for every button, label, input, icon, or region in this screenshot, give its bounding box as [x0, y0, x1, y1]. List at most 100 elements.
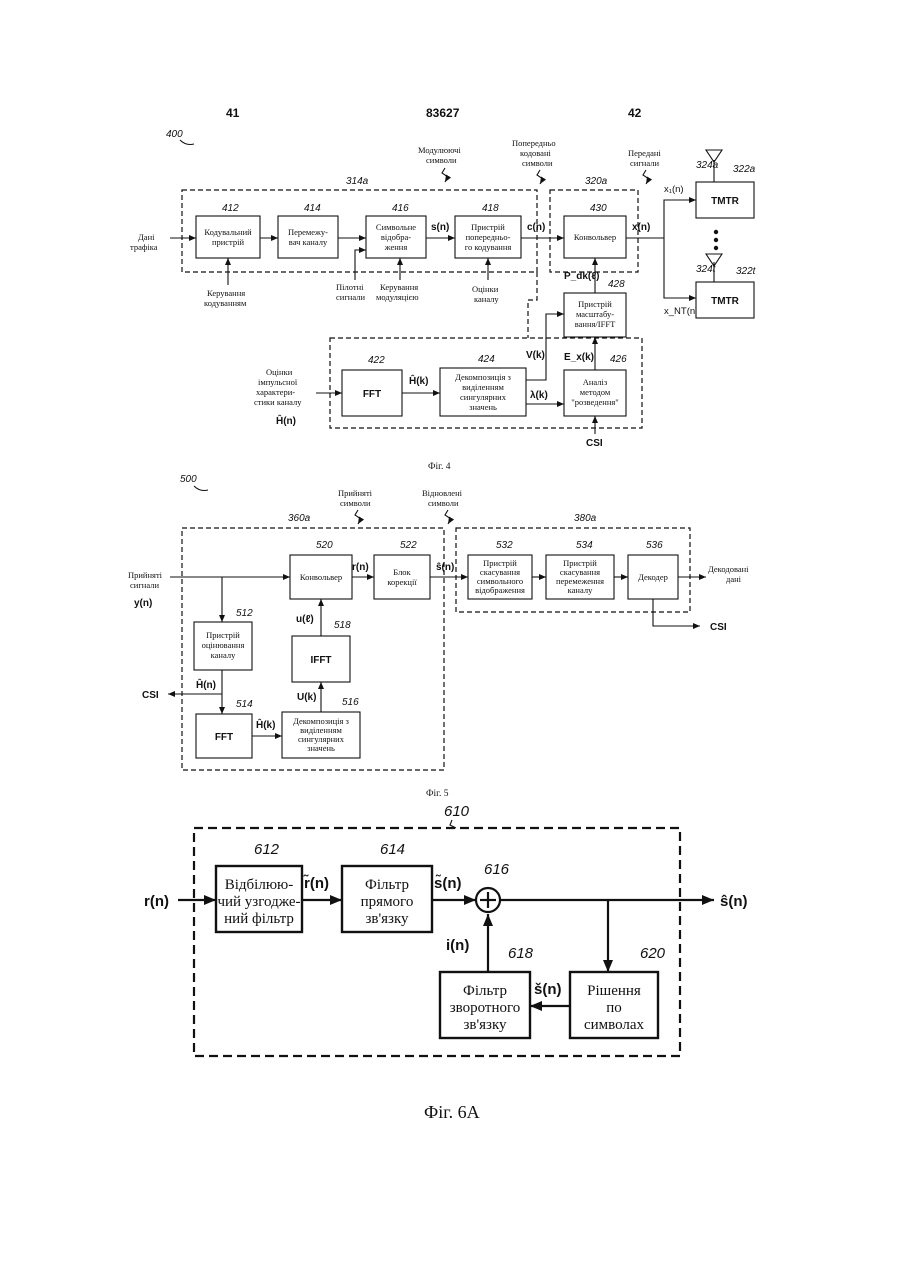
- fig4-pilot-2: сигнали: [336, 292, 365, 302]
- fig4-precoded-2: кодовані: [520, 148, 552, 158]
- fig5-block-514-ref: 514: [236, 699, 253, 710]
- fig4-signal-xnt: x_NT(n): [664, 306, 698, 317]
- fig5-block-514-line1: FFT: [215, 732, 233, 743]
- fig6a-signal-rtilde: r̃(n): [303, 874, 329, 892]
- fig4-block-430-line1: Конвольвер: [574, 232, 616, 242]
- fig5-block-512-ref: 512: [236, 608, 253, 619]
- fig4-block-424-line2: виділенням: [462, 382, 504, 392]
- fig5-group-360a-ref: 360a: [288, 513, 311, 524]
- patent-number: 83627: [426, 106, 460, 120]
- fig4-group-320a-ref: 320a: [585, 176, 608, 187]
- fig4-signal-pdk: P_dk(ℓ): [564, 271, 599, 282]
- fig6a-block-618-line3: зв'язку: [463, 1017, 507, 1033]
- fig5-block-522-ref: 522: [400, 540, 417, 551]
- fig4-pilot-arrow: [355, 250, 366, 280]
- fig5-block-516-ref: 516: [342, 697, 359, 708]
- fig5-ref-leader: [194, 486, 208, 491]
- fig4-signal-vk: V(k): [526, 350, 545, 361]
- fig5-block-518-line1: IFFT: [310, 655, 331, 666]
- fig5-recovered-pointer: [445, 510, 451, 524]
- fig4-block-416-line3: ження: [384, 242, 408, 252]
- fig5-ref: 500: [180, 474, 197, 485]
- fig6a-block-620-ref: 620: [640, 945, 666, 962]
- fig4-block-414-line1: Перемежу-: [288, 227, 328, 237]
- fig4-mod-symbols-pointer: [442, 168, 448, 182]
- fig4-modulation-control-2: модуляцією: [376, 292, 419, 302]
- fig4-precoded-1: Попередньо: [512, 138, 556, 148]
- fig5-block-534-line4: каналу: [568, 585, 593, 595]
- fig5-rx-symbols-2: символи: [340, 498, 371, 508]
- fig6a-block-616-ref: 616: [484, 861, 510, 878]
- fig4-block-422-line1: FFT: [363, 389, 381, 400]
- fig6a-group-610-ref: 610: [444, 803, 470, 820]
- fig4-mod-symbols-1: Модулюючі: [418, 145, 461, 155]
- fig6a-block-620-line2: по: [606, 1000, 622, 1016]
- figure-5: 500 Прийняті символи Відновлені символи …: [128, 474, 749, 799]
- fig4-block-412-ref: 412: [222, 203, 239, 214]
- fig4-signal-x: x(n): [632, 222, 650, 233]
- fig4-block-418-ref: 418: [482, 203, 499, 214]
- fig6a-block-618-ref: 618: [508, 945, 534, 962]
- fig6a-block-612-line3: ний фільтр: [224, 911, 294, 927]
- fig6a-signal-scheck: š(n): [534, 981, 562, 998]
- fig4-signal-s: s(n): [431, 222, 449, 233]
- fig6a-block-618-line1: Фільтр: [463, 983, 507, 999]
- fig6a-block-614-line3: зв'язку: [365, 911, 409, 927]
- fig5-block-532-line4: відображення: [475, 585, 525, 595]
- fig6a-ref-leader: [450, 820, 456, 828]
- fig4-block-418-line2: попередньо-: [466, 232, 511, 242]
- fig4-group-connector: [528, 272, 537, 338]
- fig4-channel-est-2: каналу: [474, 294, 499, 304]
- fig6a-signal-rn: r(n): [144, 893, 169, 910]
- fig4-ellipsis-dot: [714, 230, 718, 234]
- fig6a-block-612-line1: Відбілюю-: [225, 877, 294, 893]
- fig4-tx-signals-1: Передані: [628, 148, 661, 158]
- fig4-block-424-line1: Декомпозиція з: [455, 372, 511, 382]
- fig4-group-314a-ref: 314a: [346, 176, 369, 187]
- figure-6a: 610 r(n) 612 Відбілюю- чий узгодже- ний …: [144, 803, 748, 1122]
- fig4-block-416-ref: 416: [392, 203, 409, 214]
- fig4-ellipsis-dot: [714, 238, 718, 242]
- fig4-block-430-ref: 430: [590, 203, 607, 214]
- fig4-tx-signals-pointer: [643, 170, 649, 184]
- fig6a-block-614-ref: 614: [380, 841, 405, 858]
- fig5-signal-r: r(n): [352, 562, 369, 573]
- fig5-csi-left-label: CSI: [142, 690, 159, 701]
- fig4-block-418-line1: Пристрій: [471, 222, 505, 232]
- fig4-signal-x1: x₁(n): [664, 184, 684, 195]
- fig5-signal-hk: Ĥ(k): [256, 718, 275, 731]
- fig4-arrow-to-tmtr-t: [664, 238, 696, 298]
- fig4-precoded-3: символи: [522, 158, 553, 168]
- fig6a-block-620-line1: Рішення: [587, 983, 641, 999]
- fig5-block-520-line1: Конвольвер: [300, 572, 342, 582]
- fig6a-block-612-ref: 612: [254, 841, 280, 858]
- fig4-tmtr-t-label: TMTR: [711, 296, 740, 307]
- fig4-impulse-4: стики каналу: [254, 397, 302, 407]
- fig4-caption: Фіг. 4: [428, 462, 451, 472]
- fig5-block-512-line1: Пристрій: [206, 630, 240, 640]
- fig4-antenna-a-ref: 324a: [696, 160, 719, 171]
- fig5-block-522-line1: Блок: [393, 567, 411, 577]
- fig4-channel-est-1: Оцінки: [472, 284, 499, 294]
- fig4-tmtr-a-ref: 322a: [733, 164, 756, 175]
- fig4-ref-leader: [180, 140, 194, 145]
- fig4-impulse-2: імпульсної: [258, 377, 298, 387]
- fig4-pilot-1: Пілотні: [336, 282, 364, 292]
- fig4-block-426-ref: 426: [610, 354, 627, 365]
- fig5-signal-yn: y(n): [134, 598, 152, 609]
- fig4-arrow-424-428: [526, 314, 564, 380]
- fig4-block-414-line2: вач каналу: [289, 237, 328, 247]
- fig5-rx-symbols-pointer: [355, 510, 361, 524]
- fig5-block-536-ref: 536: [646, 540, 663, 551]
- fig4-block-414-ref: 414: [304, 203, 321, 214]
- fig4-block-424-ref: 424: [478, 354, 495, 365]
- fig4-arrow-to-tmtr-a: [664, 200, 696, 238]
- fig4-tx-signals-2: сигнали: [630, 158, 659, 168]
- fig4-block-416-line2: відобра-: [381, 232, 411, 242]
- fig5-rx-signals-1: Прийняті: [128, 570, 163, 580]
- fig4-modulation-control-1: Керування: [380, 282, 418, 292]
- fig4-traffic-data-1: Дані: [138, 232, 155, 242]
- fig4-traffic-data-2: трафіка: [130, 242, 158, 252]
- fig4-block-428-line3: вання/IFFT: [575, 319, 616, 329]
- fig4-coding-control-1: Керування: [207, 288, 245, 298]
